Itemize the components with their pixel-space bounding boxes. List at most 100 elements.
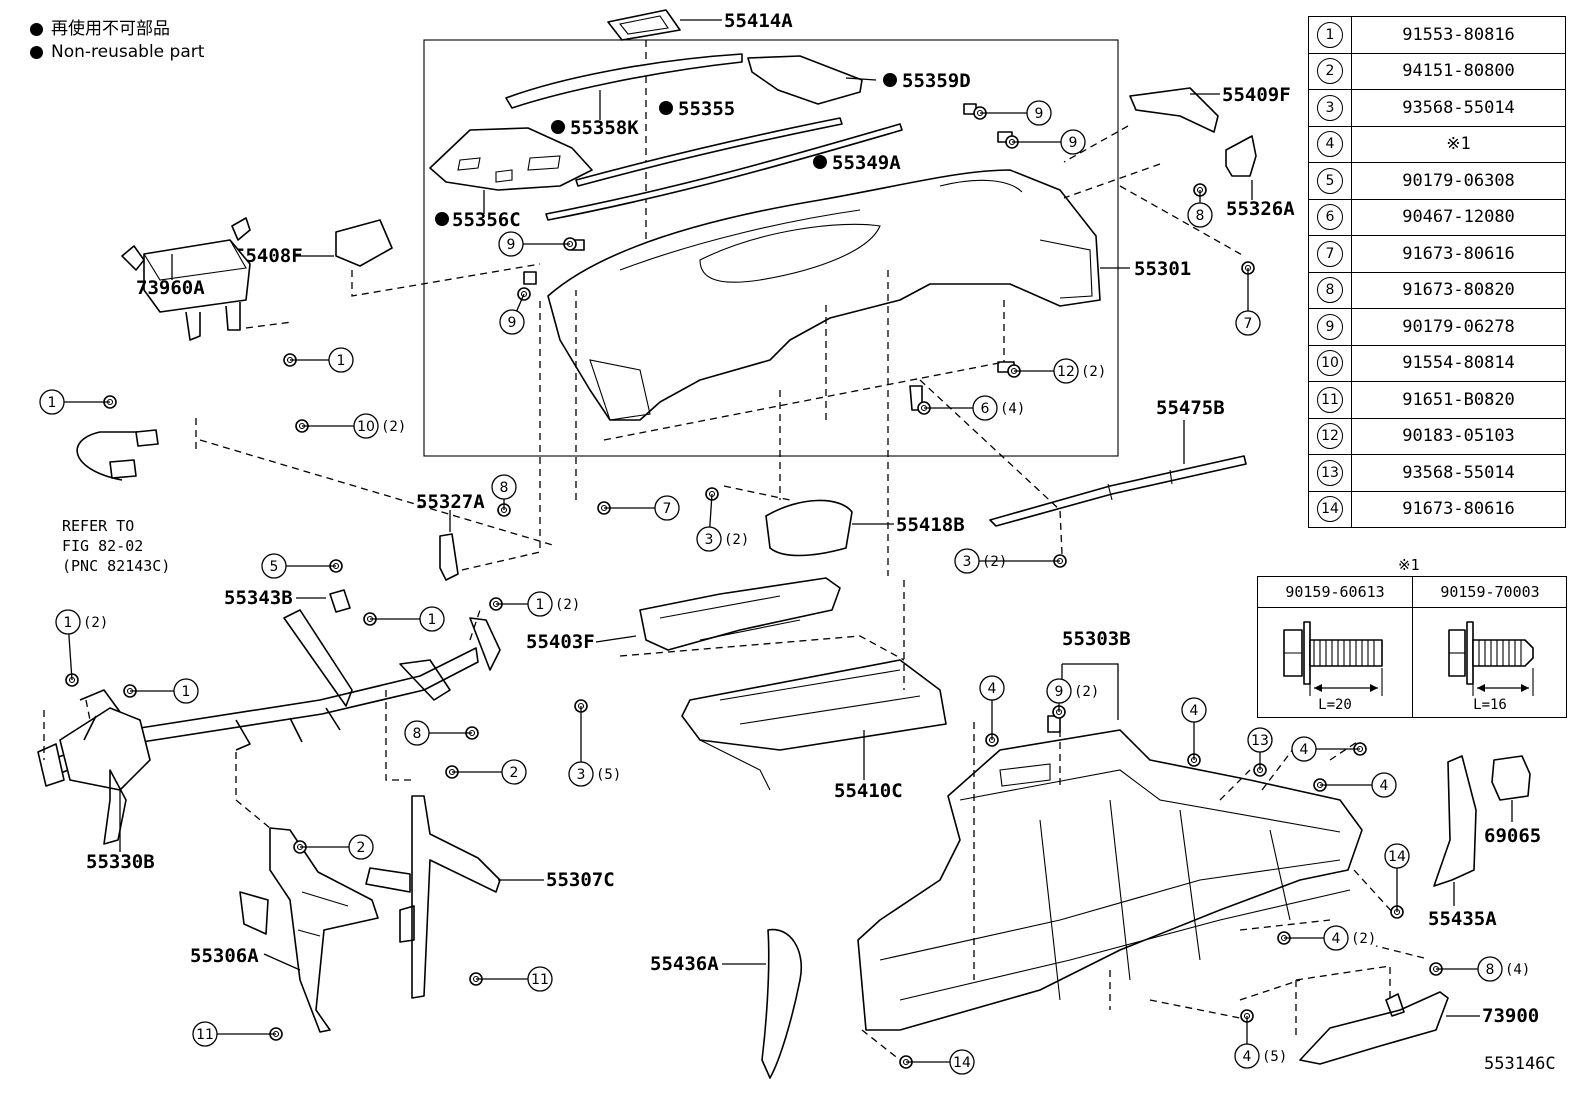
callout-circle: 2: [348, 834, 374, 860]
callout-quantity: (5): [596, 767, 621, 783]
callout-73900: 73900: [1482, 1005, 1539, 1027]
part-number-cell: 90179-06308: [1351, 162, 1566, 200]
non-reusable-dot-icon: [30, 23, 43, 36]
part-55307C[interactable]: [365, 795, 501, 999]
callout-circle: 4: [1371, 772, 1397, 798]
part-55301-dashboard-panel[interactable]: [547, 169, 1101, 421]
ref-number: 7: [1317, 240, 1343, 267]
bolt-ref-length-2: L=16: [1473, 697, 1507, 713]
part-55408F[interactable]: [335, 219, 393, 267]
part-55359D[interactable]: [747, 55, 863, 105]
callout-circle: 4: [1181, 697, 1207, 723]
part-number-cell: 94151-80800: [1351, 52, 1566, 90]
part-55403F[interactable]: [639, 577, 841, 651]
ref-number: 11: [1317, 386, 1343, 413]
callout-circle: 13: [1247, 727, 1273, 753]
ref-number-cell: 6: [1308, 198, 1352, 236]
bolt-ref-length-1: L=20: [1318, 697, 1352, 713]
callout-circle: 7: [654, 495, 680, 521]
part-55327A[interactable]: [439, 533, 459, 581]
callout-quantity: (5): [1262, 1049, 1287, 1065]
callout-circle: 9: [1026, 100, 1052, 126]
callout-55403F: 55403F: [526, 631, 595, 653]
callout-number: 12: [1057, 364, 1075, 380]
callout-circle: 9: [498, 231, 524, 257]
part-55326A[interactable]: [1225, 135, 1257, 177]
part-55409F[interactable]: [1129, 87, 1219, 133]
legend-row-en: Non-reusable part: [30, 41, 204, 64]
refer-note: REFER TO FIG 82-02 (PNC 82143C): [62, 517, 171, 575]
part-55306A[interactable]: [239, 827, 379, 1033]
callout-number: 14: [1388, 849, 1406, 865]
callout-55410C: 55410C: [834, 780, 903, 802]
callout-number: 10: [357, 419, 375, 435]
ref-number-cell: 13: [1308, 454, 1352, 492]
part-clip-9[interactable]: [523, 271, 537, 285]
callout-circle: 8: [491, 474, 517, 500]
callout-number: 9: [1069, 135, 1078, 151]
callout-circle: 8(4): [1477, 956, 1530, 982]
callout-circle: 1: [328, 347, 354, 373]
callout-number: 4: [1243, 1049, 1252, 1065]
part-73960A[interactable]: [121, 217, 251, 341]
ref-number-cell: 7: [1308, 235, 1352, 273]
callout-number: 8: [413, 726, 422, 742]
callout-circle: 3(2): [954, 548, 1007, 574]
callout-number: 2: [357, 840, 366, 856]
callout-55349A: 55349A: [832, 152, 901, 174]
callout-number: 4: [988, 681, 997, 697]
part-73900[interactable]: [1299, 991, 1449, 1065]
callout-circle: 10(2): [353, 413, 406, 439]
legend-text-jp: 再使用不可部品: [51, 19, 170, 39]
part-number-cell: 90183-05103: [1351, 417, 1566, 455]
part-55435A[interactable]: [1433, 755, 1477, 887]
callout-number: 1: [337, 353, 346, 369]
callout-quantity: (2): [1074, 684, 1099, 700]
legend-text-en: Non-reusable part: [51, 42, 205, 62]
part-55414A[interactable]: [607, 9, 681, 41]
callout-circle: 2: [501, 759, 527, 785]
figure-code: 553146C: [1484, 1054, 1556, 1074]
part-55330B-steering-support[interactable]: [37, 609, 501, 845]
callout-73960A: 73960A: [136, 277, 205, 299]
callout-69065: 69065: [1484, 825, 1541, 847]
part-55410C[interactable]: [681, 659, 947, 791]
callout-number: 1: [428, 612, 437, 628]
ref-number: 14: [1317, 496, 1343, 523]
callout-quantity: (2): [1081, 364, 1106, 380]
part-55358K[interactable]: [505, 53, 743, 109]
callout-55355: 55355: [678, 98, 735, 120]
callout-number: 4: [1190, 703, 1199, 719]
callout-number: 4: [1332, 931, 1341, 947]
callout-number: 14: [953, 1055, 971, 1071]
part-55303B-lower-frame[interactable]: [857, 729, 1363, 1031]
part-55355[interactable]: [575, 117, 843, 187]
bolt-ref-part-2: 90159-70003: [1413, 577, 1567, 608]
callout-circle: 1: [419, 606, 445, 632]
part-wire-harness[interactable]: [76, 429, 159, 481]
callout-circle: 11: [527, 966, 553, 992]
callout-number: 8: [500, 480, 509, 496]
part-69065[interactable]: [1491, 755, 1531, 801]
callout-circle: 7: [1235, 310, 1261, 336]
ref-number-cell: 11: [1308, 381, 1352, 419]
part-55475B[interactable]: [989, 455, 1247, 527]
part-55436A[interactable]: [761, 928, 802, 1079]
callout-number: 2: [510, 765, 519, 781]
part-number-cell: 91651-B0820: [1351, 381, 1566, 419]
part-55418B[interactable]: [765, 499, 853, 557]
callout-55435A: 55435A: [1428, 908, 1497, 930]
part-number-cell: 91554-80814: [1351, 344, 1566, 382]
callout-number: 9: [507, 237, 516, 253]
part-55349A[interactable]: [545, 123, 903, 221]
callout-number: 13: [1251, 733, 1269, 749]
part-55343B[interactable]: [329, 589, 351, 613]
part-55356C[interactable]: [429, 127, 593, 191]
callout-circle: 9(2): [1046, 678, 1099, 704]
ref-number-cell: 3: [1308, 89, 1352, 127]
